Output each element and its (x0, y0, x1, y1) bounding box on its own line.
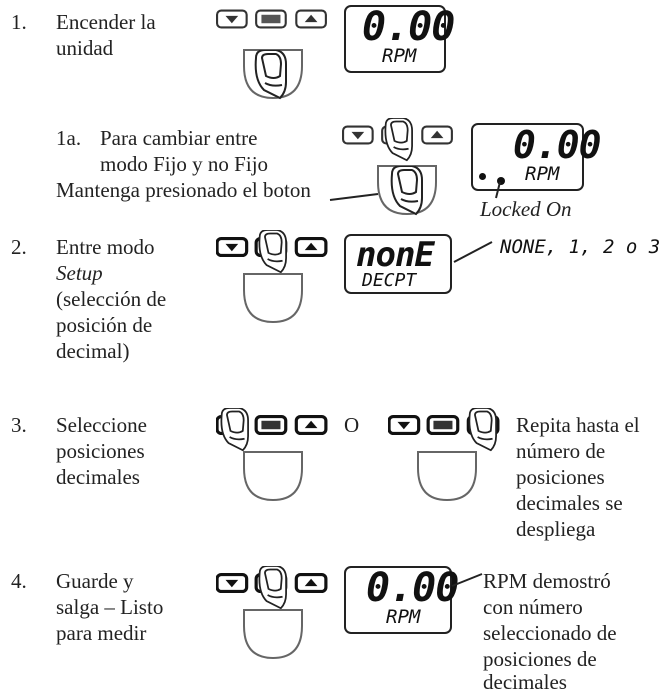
lcd-display-step-2: nonE DECPT (344, 234, 452, 294)
step-3-line-3: decimales (56, 465, 140, 489)
options-pointer-line (453, 241, 493, 263)
locked-pointer-line (495, 181, 501, 199)
step-1a-line-1: Para cambiar entre (100, 126, 258, 150)
step-3-line-2: posiciones (56, 439, 145, 463)
repeat-line-2: número de (516, 439, 606, 463)
result-line-3: seleccionado de (483, 621, 617, 645)
result-line-2: con número (483, 595, 583, 619)
main-button-step-2[interactable] (240, 272, 306, 324)
step-2-line-4: posición de (56, 313, 153, 337)
step-1-number: 1. (11, 10, 27, 34)
step-4-line-2: salga – Listo (56, 595, 164, 619)
indicator-dot-icon (479, 173, 486, 180)
lcd-display-step-4: 0.00 RPM (344, 566, 459, 634)
pointer-line (329, 193, 379, 201)
step-2-line-3: (selección de (56, 287, 167, 311)
lcd-unit: RPM (382, 45, 417, 67)
step-1-line-2: unidad (56, 36, 114, 60)
finger-press-icon (464, 408, 500, 452)
main-button-step-4[interactable] (240, 608, 306, 660)
finger-press-icon (254, 566, 290, 610)
result-line-4: posiciones de (483, 647, 597, 671)
repeat-line-5: despliega (516, 517, 596, 541)
finger-press-icon (380, 118, 416, 162)
lcd-unit: RPM (386, 606, 421, 628)
step-3-line-1: Seleccione (56, 413, 147, 437)
step-4-number: 4. (11, 569, 27, 593)
lock-indicator-icon (497, 177, 505, 185)
lcd-main-reading: 0.00 (513, 123, 602, 167)
step-2-line-2: Setup (56, 261, 103, 285)
finger-press-icon (254, 230, 290, 274)
repeat-line-4: decimales se (516, 491, 623, 515)
result-line-1: RPM demostró (483, 569, 611, 593)
decimal-options-label: NONE, 1, 2 o 3 (500, 236, 661, 258)
step-2-number: 2. (11, 235, 27, 259)
lcd-display-step-1: 0.00 RPM (344, 5, 455, 73)
step-1-line-1: Encender la (56, 10, 156, 34)
finger-press-icon (216, 408, 252, 452)
step-1a-line-2: modo Fijo y no Fijo (100, 152, 269, 176)
keypad-step-1 (216, 8, 328, 30)
finger-press-icon (250, 50, 290, 100)
lcd-unit: DECPT (362, 270, 417, 291)
step-4-line-3: para medir (56, 621, 147, 645)
step-2-line-5: decimal) (56, 339, 130, 363)
repeat-line-3: posiciones (516, 465, 605, 489)
main-button-step-3-right[interactable] (414, 450, 480, 502)
result-pointer-line (451, 573, 483, 587)
lcd-main-reading: nonE (356, 235, 435, 275)
step-1a-number: 1a. (56, 126, 82, 150)
finger-press-icon (386, 166, 426, 216)
locked-on-label: Locked On (480, 197, 572, 221)
lcd-main-reading: 0.00 (362, 4, 455, 50)
repeat-line-1: Repita hasta el (516, 413, 640, 437)
step-3-number: 3. (11, 413, 27, 437)
step-4-line-1: Guarde y (56, 569, 134, 593)
lcd-unit: RPM (525, 163, 560, 185)
or-label: O (344, 413, 360, 437)
step-2-line-1: Entre modo (56, 235, 155, 259)
result-line-5: decimales (483, 670, 567, 694)
main-button-step-3-left[interactable] (240, 450, 306, 502)
lcd-display-step-1a: 0.00 RPM (471, 123, 602, 191)
lcd-main-reading: 0.00 (366, 565, 459, 611)
step-1a-line-3: Mantenga presionado el boton (56, 178, 311, 202)
